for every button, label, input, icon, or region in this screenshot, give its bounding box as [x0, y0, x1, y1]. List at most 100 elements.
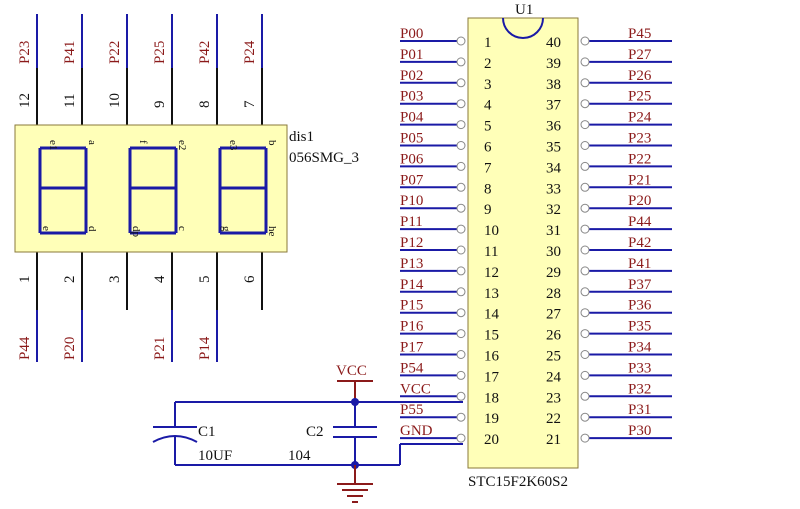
- mcu-left-pin-end: [456, 57, 466, 67]
- mcu-right-pin-end: [580, 266, 590, 276]
- mcu-left-pin-number: 6: [484, 140, 492, 156]
- mcu-right-pin: P32 23: [546, 381, 672, 406]
- display-top-pin-number: 7: [242, 100, 258, 108]
- mcu-right-pin-net: P21: [628, 172, 651, 188]
- mcu-left-pin-number: 15: [484, 328, 499, 344]
- vcc-label: VCC: [336, 363, 367, 379]
- mcu-right-pin-number: 28: [546, 286, 561, 302]
- c2-value: 104: [288, 448, 311, 464]
- segment-label: b: [266, 140, 278, 146]
- display-bottom-pin-net: P14: [197, 336, 213, 360]
- mcu-right-pin: P36 27: [546, 298, 672, 323]
- mcu-right-pin-number: 26: [546, 328, 562, 344]
- display-bottom-pin-number: 3: [107, 276, 123, 284]
- mcu-left-pin-end: [456, 78, 466, 88]
- mcu-right-pin-net: P22: [628, 151, 651, 167]
- mcu-right-pin-end: [580, 182, 590, 192]
- mcu-left-pin-net: P05: [400, 131, 423, 147]
- display-bottom-pin-net: P21: [152, 337, 168, 360]
- mcu-left-pin-net: P17: [400, 340, 424, 356]
- mcu-right-pin-net: P32: [628, 381, 651, 397]
- mcu-right-pin-number: 38: [546, 77, 561, 93]
- display-top-pin-net: P41: [62, 41, 78, 64]
- mcu-right-pin-number: 32: [546, 202, 561, 218]
- display-top-pin-number: 10: [107, 93, 123, 108]
- segment-label: e3: [227, 140, 239, 151]
- segment-label: e1: [47, 140, 59, 150]
- mcu-right-pin-net: P27: [628, 47, 652, 63]
- mcu-left-pin-end: [456, 391, 466, 401]
- mcu-right-pin-end: [580, 329, 590, 339]
- mcu-right-pin-net: P36: [628, 298, 652, 314]
- segment-label: e: [40, 226, 52, 231]
- capacitor-c2: C2 104: [288, 402, 377, 465]
- c1-ref: C1: [198, 424, 216, 440]
- mcu-right-pin-end: [580, 99, 590, 109]
- mcu-left-pin-number: 5: [484, 119, 492, 135]
- mcu-left-pin-end: [456, 370, 466, 380]
- mcu-left-pin-net: P03: [400, 89, 423, 105]
- display-top-pin-number: 9: [152, 101, 168, 109]
- mcu-right-pin-number: 33: [546, 181, 561, 197]
- c1-value: 10UF: [198, 448, 232, 464]
- mcu-right-pin-end: [580, 433, 590, 443]
- mcu-right-pin-number: 23: [546, 390, 561, 406]
- mcu-left-pin-net: P06: [400, 151, 424, 167]
- mcu-right-pin-net: P23: [628, 131, 651, 147]
- mcu-left-pin-number: 20: [484, 432, 499, 448]
- mcu-right-pin-end: [580, 78, 590, 88]
- segment-label: d: [86, 226, 98, 232]
- mcu-left-pin-number: 3: [484, 77, 492, 93]
- mcu-left-pin-number: 4: [484, 98, 492, 114]
- display-top-pin-net: P25: [152, 41, 168, 64]
- mcu-left-pin-number: 11: [484, 244, 498, 260]
- mcu-left-pin-net: P15: [400, 298, 423, 314]
- mcu-right-pin: P31 22: [546, 402, 672, 427]
- mcu-left-pin-end: [456, 329, 466, 339]
- mcu-right-pin-net: P31: [628, 402, 651, 418]
- mcu-right-pin-number: 25: [546, 349, 561, 365]
- mcu-right-pin-number: 21: [546, 432, 561, 448]
- mcu-left-pin-end: [456, 412, 466, 422]
- mcu-right-pin-net: P45: [628, 26, 651, 42]
- segment-label: he: [266, 226, 278, 237]
- mcu-left-pin-number: 14: [484, 307, 500, 323]
- mcu-right-pin-end: [580, 161, 590, 171]
- display-bottom-pin-net: P44: [17, 336, 33, 360]
- mcu-left-pin-number: 18: [484, 390, 499, 406]
- display-bottom-pin-number: 6: [242, 275, 258, 283]
- mcu-right-pin-net: P44: [628, 214, 652, 230]
- mcu-left-pin-number: 10: [484, 223, 499, 239]
- display-bottom-pin-number: 2: [62, 276, 78, 284]
- mcu-right-pin-number: 22: [546, 411, 561, 427]
- mcu-left-pin-net: P07: [400, 172, 424, 188]
- mcu-right-pin-number: 27: [546, 307, 562, 323]
- mcu-left-pin-net: VCC: [400, 381, 431, 397]
- mcu-ref: U1: [515, 2, 533, 18]
